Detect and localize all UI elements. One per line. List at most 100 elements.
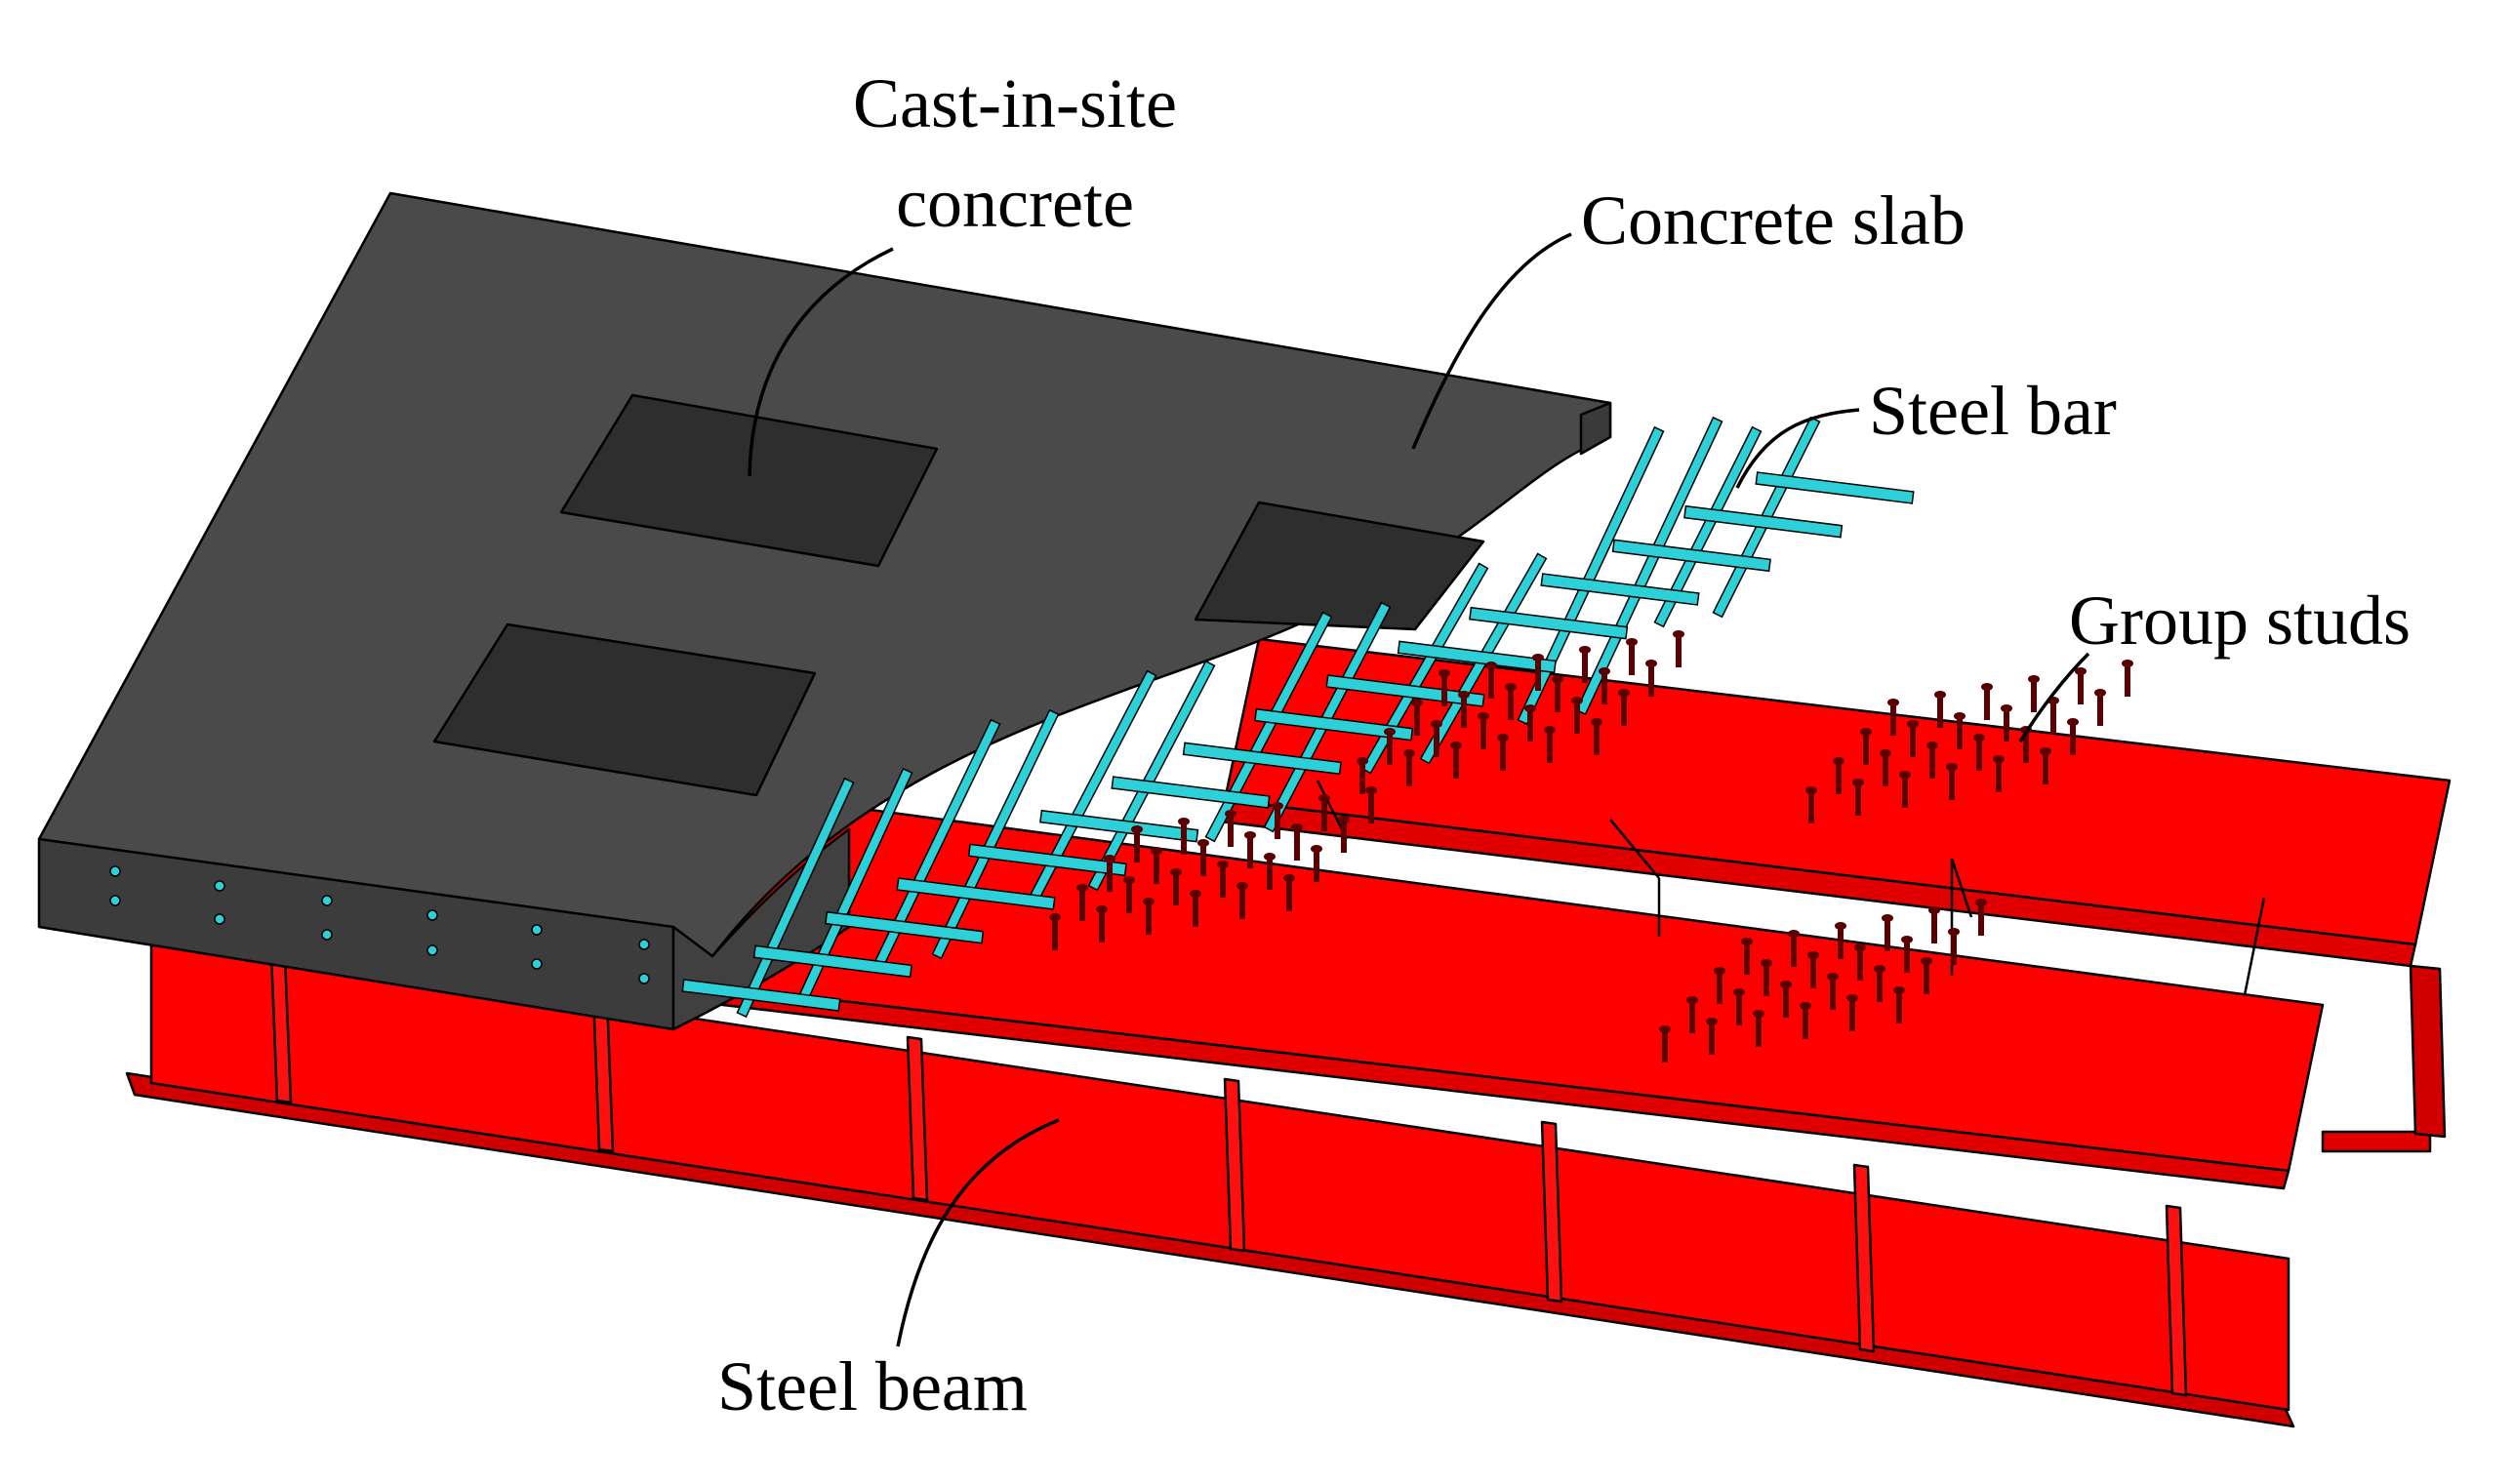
shear-stud bbox=[1899, 771, 1911, 808]
shear-stud bbox=[1524, 704, 1536, 742]
cross-beams bbox=[1316, 780, 2266, 996]
shear-stud bbox=[2094, 689, 2106, 726]
leader-lines bbox=[748, 232, 2090, 1347]
label-steel-bar: Steel bar bbox=[1869, 372, 2117, 450]
shear-stud bbox=[1788, 930, 1800, 967]
shear-stud bbox=[1686, 996, 1698, 1033]
shear-stud bbox=[1852, 779, 1864, 816]
shear-stud bbox=[1907, 720, 1919, 757]
shear-stud bbox=[1973, 734, 1985, 771]
leader-steel-bar bbox=[1735, 408, 1860, 489]
shear-stud bbox=[1096, 905, 1108, 943]
pocket-1 bbox=[559, 393, 939, 568]
label-steel-beam: Steel beam bbox=[717, 1347, 1028, 1425]
shear-stud bbox=[1753, 1010, 1764, 1047]
steel-bar-rod bbox=[1039, 809, 1199, 843]
shear-stud bbox=[1384, 728, 1396, 765]
shear-stud bbox=[1928, 906, 1940, 943]
shear-stud bbox=[1761, 959, 1772, 996]
shear-stud bbox=[1283, 874, 1295, 911]
shear-stud bbox=[1741, 938, 1753, 975]
slab-side-holes bbox=[109, 865, 650, 984]
shear-stud bbox=[1926, 742, 1938, 779]
leader-group-studs bbox=[2018, 652, 2090, 742]
shear-stud bbox=[1272, 802, 1283, 839]
steel-bar-rod bbox=[1540, 573, 1700, 606]
steel-bar-rod bbox=[1182, 742, 1342, 776]
steel-bar-rod bbox=[825, 910, 985, 944]
shear-stud bbox=[1431, 720, 1442, 757]
shear-stud bbox=[1403, 749, 1415, 786]
label-cast-in-site-line2: concrete bbox=[896, 164, 1134, 242]
shear-stud bbox=[1673, 630, 1684, 667]
shear-stud bbox=[1880, 749, 1891, 786]
shear-stud bbox=[1450, 742, 1462, 779]
shear-stud bbox=[1049, 913, 1061, 950]
shear-stud bbox=[1579, 646, 1591, 683]
shear-stud bbox=[1236, 882, 1248, 919]
label-cast-in-site-line1: Cast-in-site bbox=[853, 64, 1177, 142]
shear-stud bbox=[1934, 691, 1946, 728]
web-stiffeners bbox=[269, 952, 2188, 1397]
shear-stud bbox=[1143, 898, 1155, 935]
shear-stud bbox=[1733, 988, 1745, 1025]
shear-stud bbox=[1291, 823, 1303, 861]
steel-bar-rod bbox=[1204, 611, 1333, 843]
shear-stud bbox=[1805, 786, 1817, 823]
shear-stud bbox=[1626, 638, 1638, 675]
shear-stud bbox=[1854, 943, 1866, 981]
steel-bar-rod bbox=[1111, 776, 1271, 809]
shear-stud bbox=[1123, 876, 1135, 913]
shear-stud bbox=[1497, 734, 1509, 771]
leader-cast-in-site bbox=[748, 247, 894, 477]
shear-stud bbox=[2001, 704, 2012, 742]
shear-stud bbox=[1921, 957, 1932, 994]
shear-stud bbox=[2040, 747, 2051, 784]
shear-stud bbox=[1544, 726, 1556, 763]
shear-stud bbox=[1599, 667, 1610, 704]
shear-stud bbox=[1645, 660, 1657, 697]
shear-stud bbox=[1318, 794, 1330, 831]
shear-stud bbox=[1946, 763, 1958, 800]
shear-stud bbox=[1458, 691, 1470, 728]
leader-concrete-slab bbox=[1411, 232, 1572, 450]
shear-stud bbox=[2067, 718, 2079, 755]
shear-stud bbox=[1993, 755, 2005, 792]
shear-stud bbox=[1244, 831, 1256, 868]
shear-stud bbox=[1954, 712, 1966, 749]
back-girder-bottom-flange bbox=[2321, 1130, 2432, 1153]
shear-stud bbox=[1311, 845, 1322, 882]
steel-bar-rod bbox=[752, 944, 912, 979]
shear-stud bbox=[1591, 718, 1602, 755]
pocket-2 bbox=[432, 622, 817, 797]
shear-stud bbox=[1807, 951, 1819, 988]
shear-stud bbox=[1485, 662, 1497, 699]
steel-bars bbox=[681, 416, 1915, 1019]
shear-stud bbox=[1076, 884, 1088, 921]
group-studs bbox=[1049, 630, 2133, 1063]
shear-stud bbox=[1833, 757, 1844, 794]
slab-back-end-face bbox=[1579, 401, 1612, 456]
shear-stud bbox=[2028, 675, 2040, 712]
shear-stud bbox=[1478, 712, 1489, 749]
shear-stud bbox=[1846, 994, 1858, 1031]
shear-stud bbox=[1170, 868, 1182, 905]
shear-stud bbox=[1225, 810, 1236, 847]
shear-stud bbox=[1948, 928, 1960, 965]
shear-stud bbox=[1532, 654, 1544, 691]
shear-stud bbox=[1151, 847, 1162, 884]
shear-stud bbox=[1338, 816, 1350, 853]
shear-stud bbox=[1571, 697, 1583, 734]
steel-bar-rod bbox=[896, 877, 1056, 910]
shear-stud bbox=[1800, 1002, 1811, 1039]
shear-stud bbox=[2075, 667, 2087, 704]
steel-bar-rod bbox=[967, 843, 1127, 877]
shear-stud bbox=[1874, 965, 1885, 1002]
shear-stud bbox=[1887, 699, 1899, 736]
shear-stud bbox=[2047, 697, 2059, 734]
shear-stud bbox=[1827, 973, 1839, 1010]
steel-bar-rod bbox=[1653, 425, 1763, 628]
label-group-studs: Group studs bbox=[2069, 582, 2411, 660]
shear-stud bbox=[1882, 914, 1893, 951]
steel-bar-rod bbox=[1611, 539, 1771, 573]
